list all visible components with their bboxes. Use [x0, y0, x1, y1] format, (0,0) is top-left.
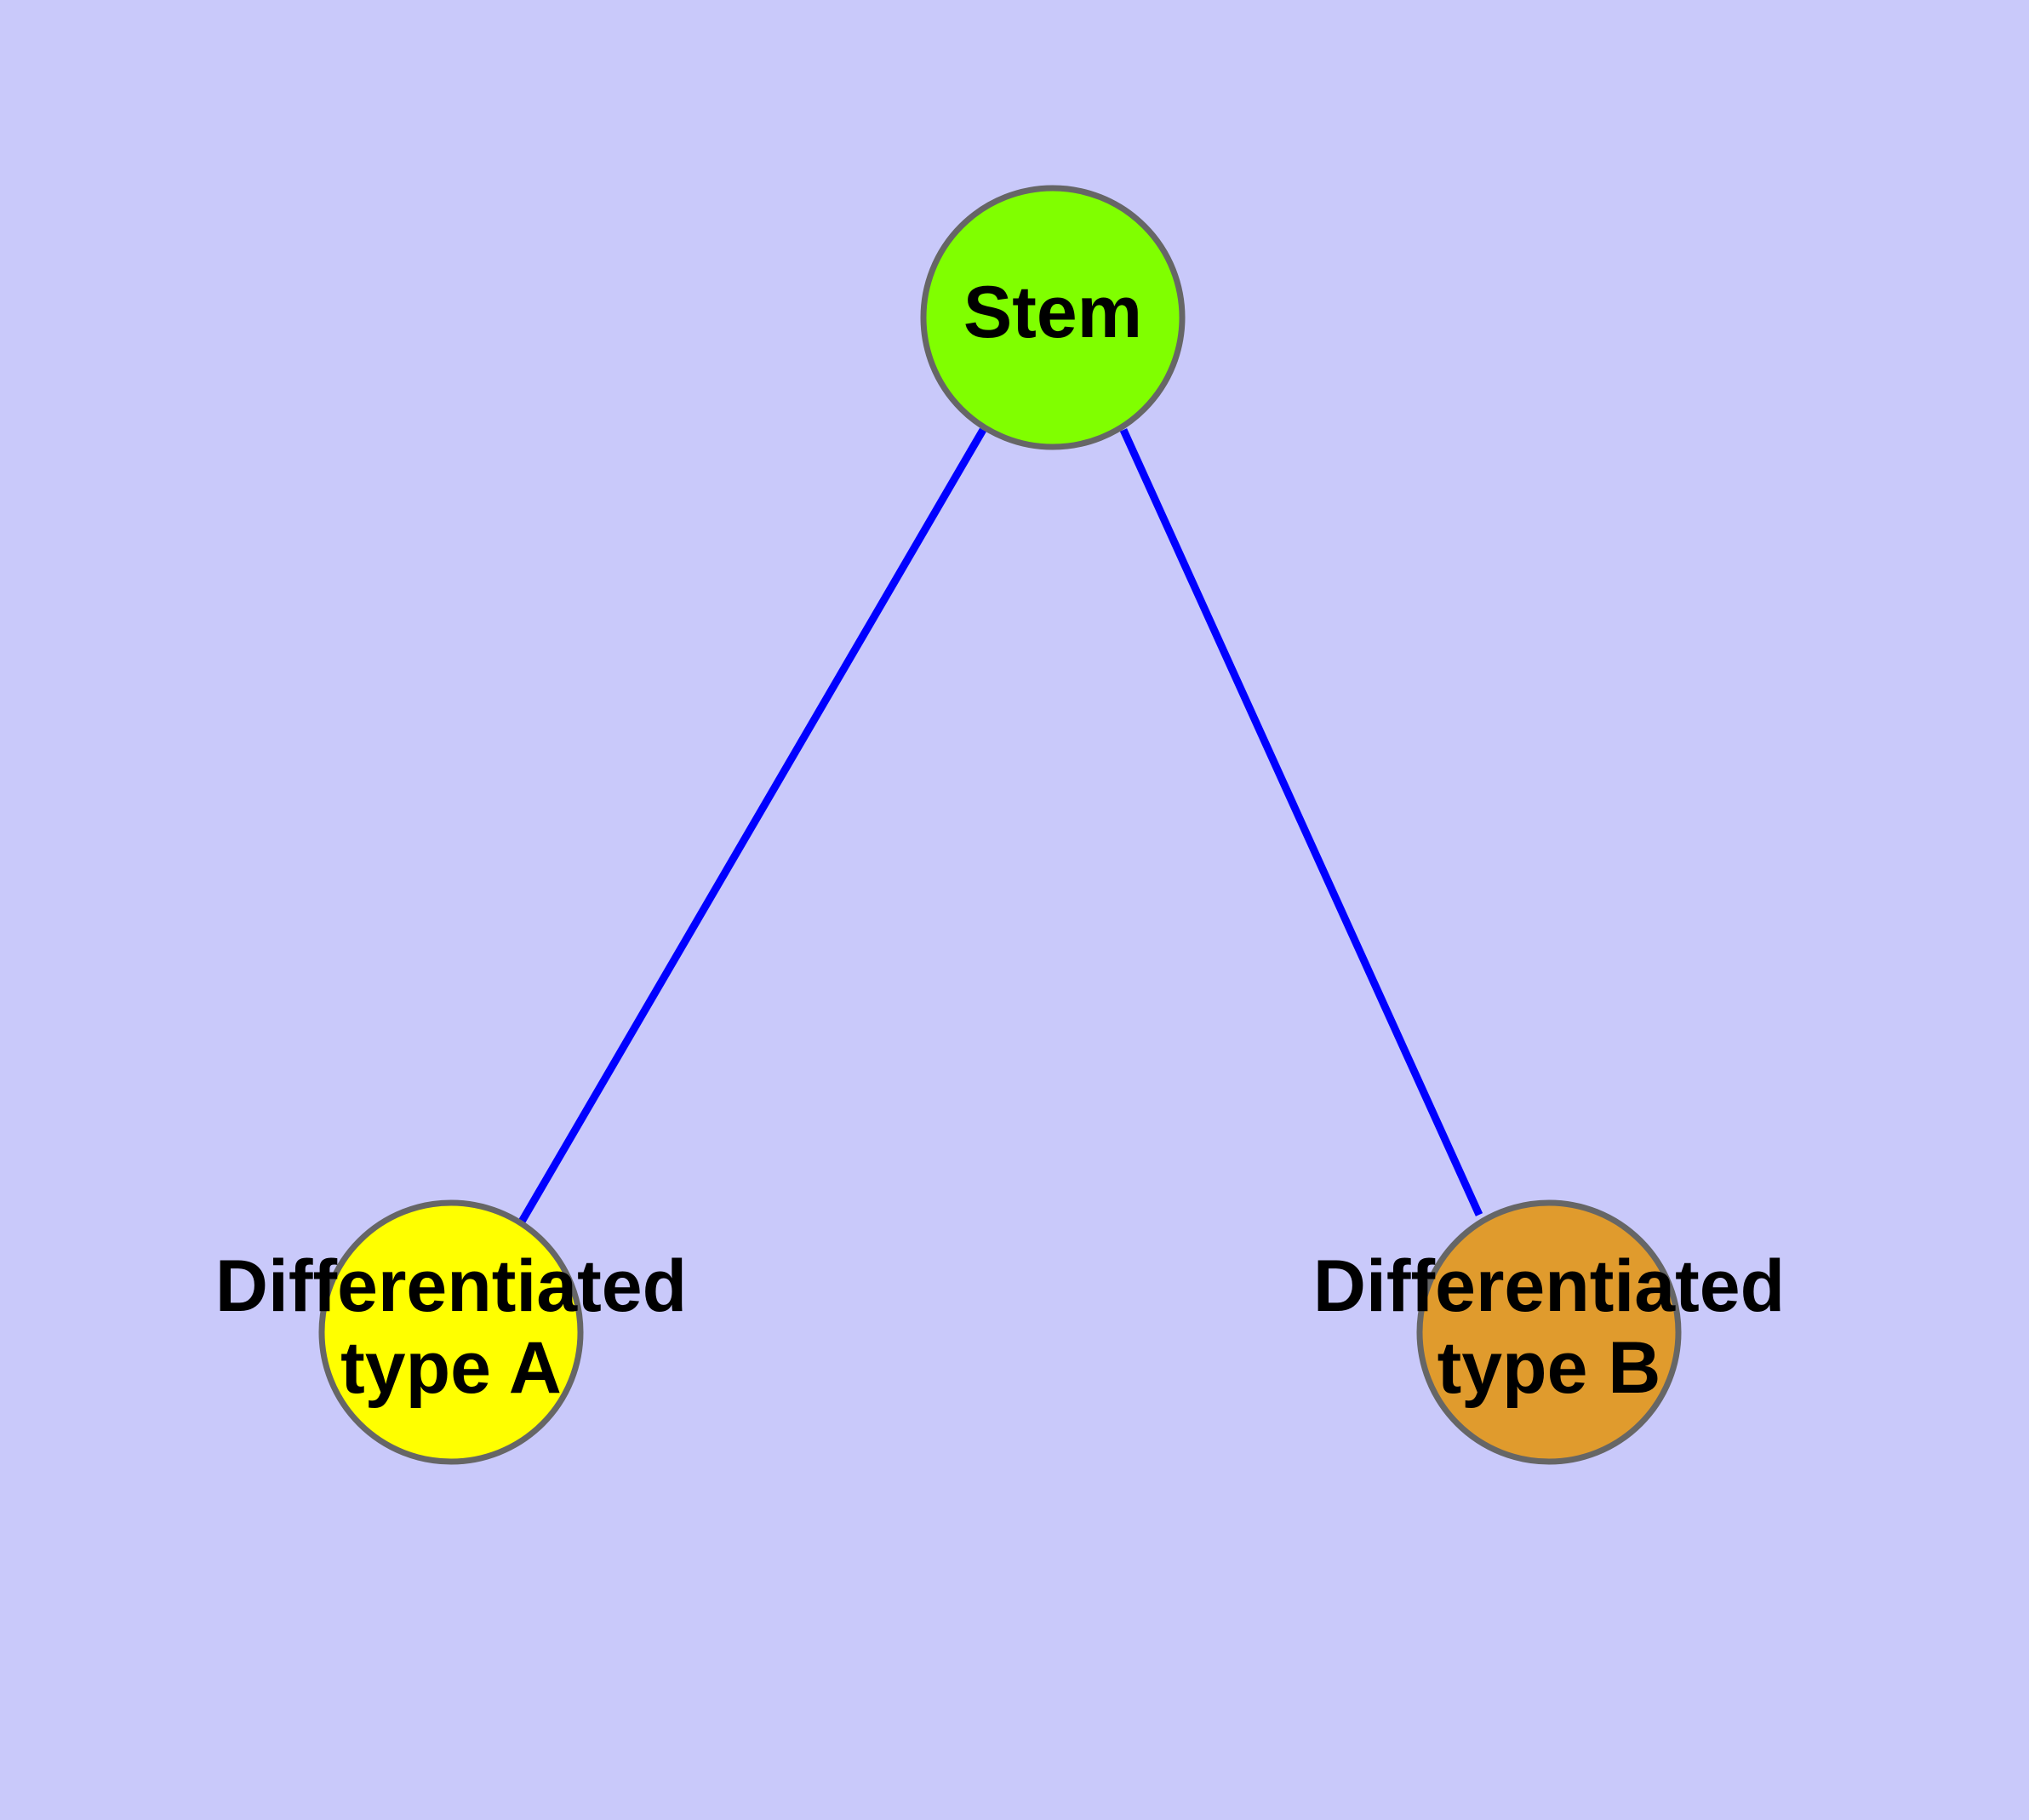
edge-stem-to-diff-a — [518, 427, 986, 1224]
node-circle-diff-b[interactable] — [1416, 1199, 1682, 1465]
edges-group — [518, 427, 1483, 1224]
node-circle-stem[interactable] — [920, 185, 1186, 450]
edge-stem-to-diff-b — [1119, 428, 1483, 1216]
node-circle-diff-a[interactable] — [318, 1199, 584, 1465]
